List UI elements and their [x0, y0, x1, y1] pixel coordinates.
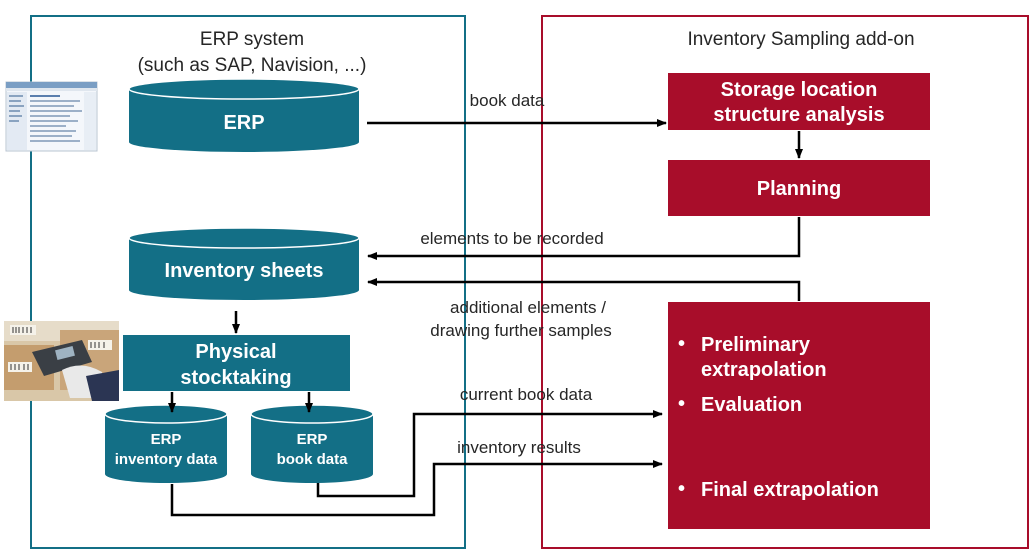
erp-database[interactable]: ERP — [128, 78, 360, 152]
elements-recorded-arrow — [367, 217, 801, 260]
inventory-results-label: inventory results — [457, 438, 581, 457]
addon-title: Inventory Sampling add-on — [687, 29, 914, 50]
bullet-preliminary: • — [678, 333, 685, 355]
additional-elements-label-1: additional elements / — [450, 298, 606, 317]
current-book-data-arrow — [316, 410, 663, 498]
planning-label: Planning — [757, 178, 841, 200]
additional-elements-arrow — [367, 278, 801, 301]
inventory-results-arrow — [170, 460, 663, 517]
preliminary-extrapolation-label-1: Preliminary — [701, 334, 811, 356]
barcode-scanner-photo — [4, 321, 119, 401]
final-extrapolation-label: Final extrapolation — [701, 479, 879, 501]
physical-stocktaking-label-2: stocktaking — [180, 367, 291, 389]
physical-stocktaking-label-1: Physical — [195, 341, 276, 363]
storage-location-label-1: Storage location — [721, 79, 878, 101]
physical-stocktaking-box[interactable]: Physical stocktaking — [123, 335, 350, 391]
erp-screenshot-thumbnail — [5, 81, 98, 152]
storage-location-analysis-box[interactable]: Storage location structure analysis — [668, 73, 930, 130]
evaluation-label: Evaluation — [701, 394, 802, 416]
additional-elements-label-2: drawing further samples — [430, 321, 611, 340]
extrapolation-box[interactable]: • Preliminary extrapolation • Evaluation… — [668, 302, 930, 529]
erp-database-label: ERP — [223, 112, 264, 134]
storage-location-label-2: structure analysis — [713, 104, 884, 126]
erp-book-data-database[interactable]: ERP book data — [250, 404, 374, 483]
book-data-label: book data — [470, 91, 545, 110]
planning-box[interactable]: Planning — [668, 160, 930, 216]
connectors — [168, 119, 803, 517]
elements-recorded-label: elements to be recorded — [420, 229, 603, 248]
inventory-sheets-label: Inventory sheets — [165, 260, 324, 282]
erp-book-data-label-2: book data — [277, 451, 348, 468]
erp-inventory-data-label-1: ERP — [151, 431, 182, 448]
erp-system-subtitle: (such as SAP, Navision, ...) — [138, 55, 367, 76]
erp-inventory-data-database[interactable]: ERP inventory data — [104, 404, 228, 483]
erp-inventory-data-label-2: inventory data — [115, 451, 218, 468]
bullet-final: • — [678, 478, 685, 500]
bullet-evaluation: • — [678, 393, 685, 415]
current-book-data-label: current book data — [460, 385, 593, 404]
preliminary-extrapolation-label-2: extrapolation — [701, 359, 827, 381]
erp-book-data-label-1: ERP — [297, 431, 328, 448]
erp-system-title: ERP system — [200, 29, 304, 50]
inventory-sheets-database[interactable]: Inventory sheets — [128, 227, 360, 300]
